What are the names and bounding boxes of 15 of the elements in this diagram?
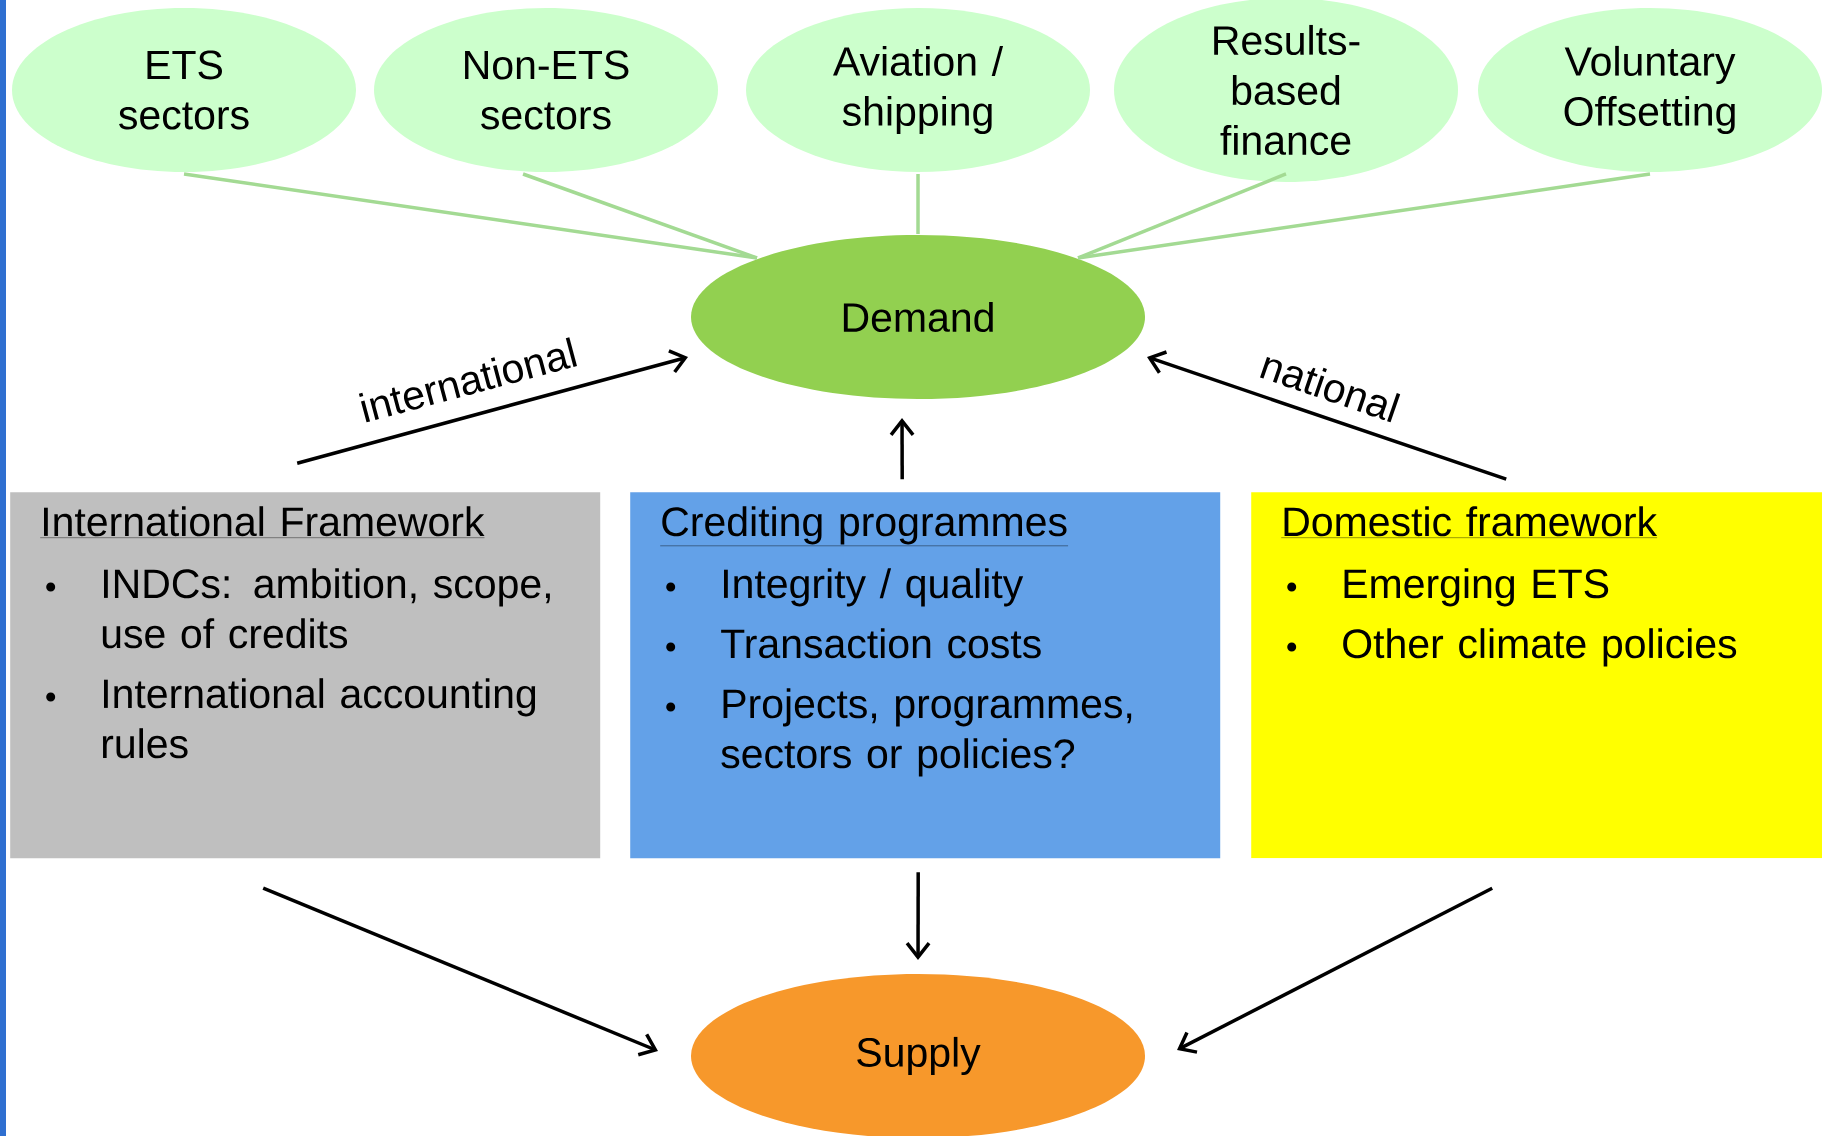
framework-box: Domestic framework Emerging ETS Other climate policies [1251, 492, 1822, 859]
connector-line [183, 172, 758, 260]
arrow [1177, 886, 1493, 1054]
edge-label: national [1260, 356, 1401, 423]
arrow [1147, 350, 1507, 481]
arrow [905, 872, 931, 960]
arrow [262, 886, 658, 1057]
connector-line [916, 174, 920, 234]
connector-line [1077, 172, 1287, 260]
connector-line [522, 172, 758, 260]
arrow [296, 349, 688, 465]
framework-box: Crediting programmes Integrity / quality Transaction costs Projects, programmes, sectors or policies? [630, 492, 1221, 859]
connector-line [1077, 172, 1651, 260]
arrow [889, 418, 915, 480]
framework-box: International Framework INDCs: ambition, scope, use of credits International accounting rules [10, 492, 601, 859]
